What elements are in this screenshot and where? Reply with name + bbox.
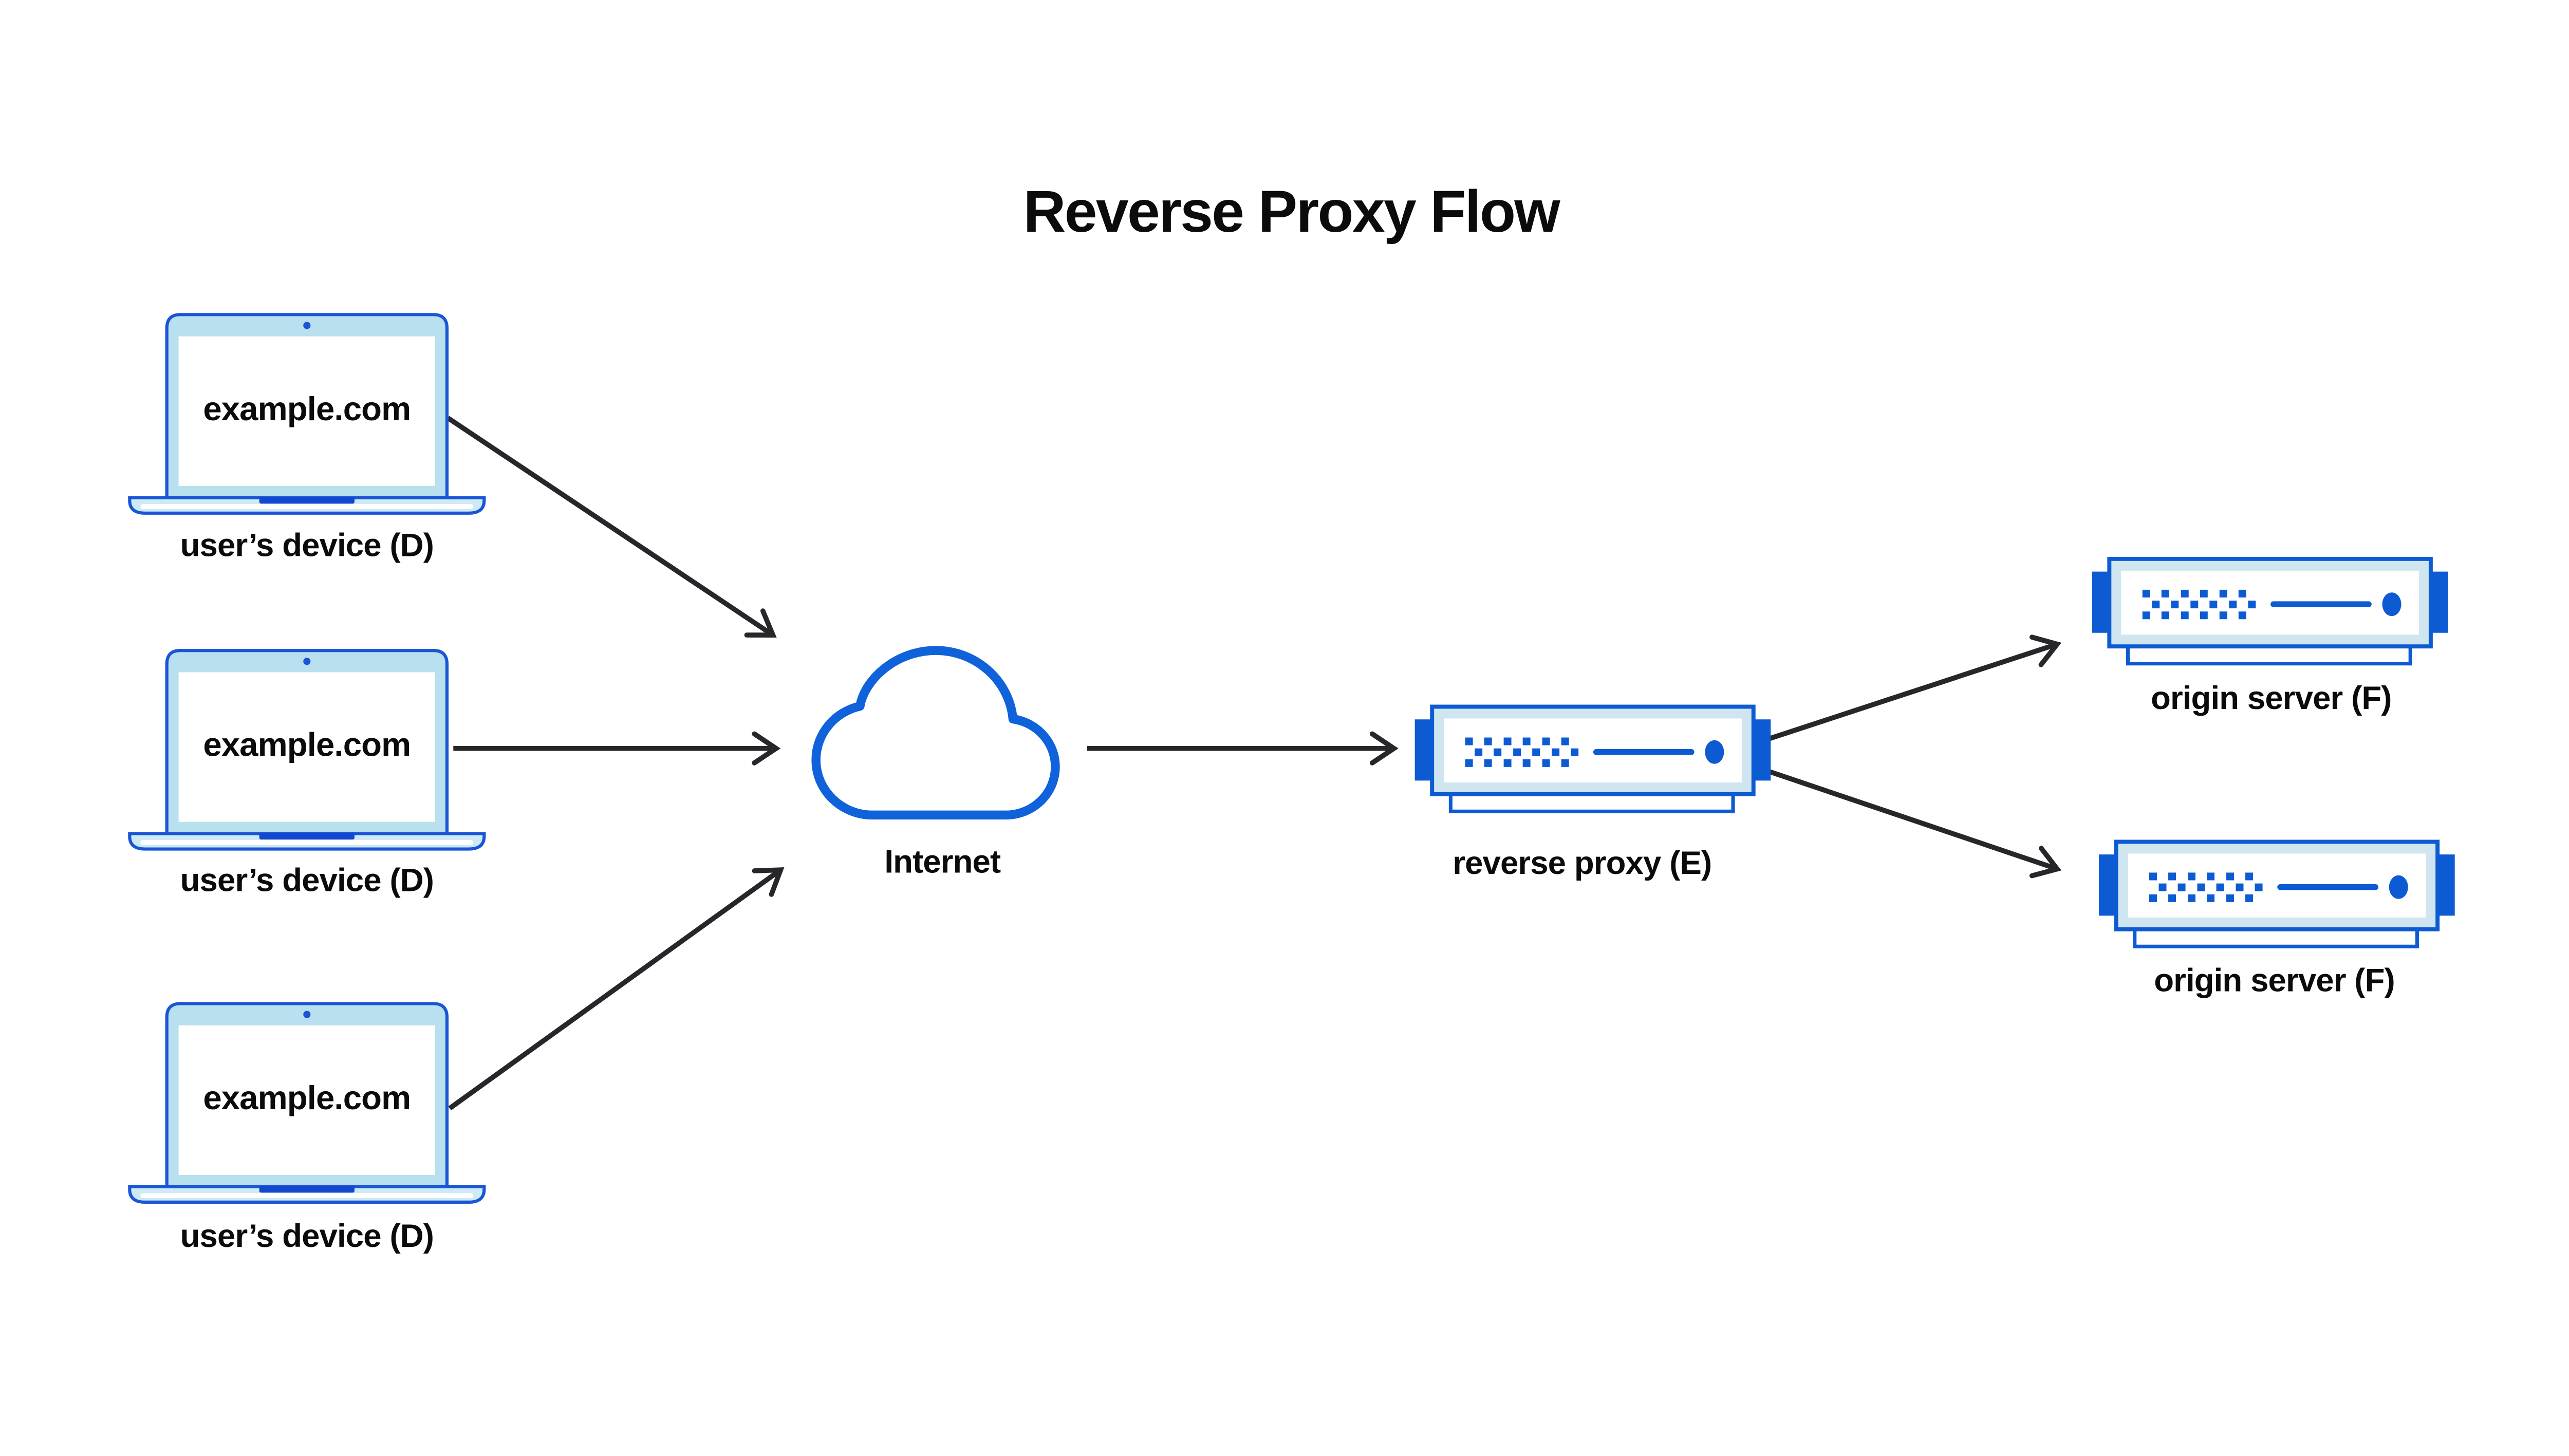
arrow-device3-to-internet [448,867,785,1111]
cloud-icon [811,646,1060,820]
reverse-proxy-caption: reverse proxy (E) [1453,845,1711,881]
reverse-proxy-node: reverse proxy (E) [1415,707,1771,881]
origin-server-caption: origin server (F) [2151,680,2392,716]
arrow-proxy-to-origin2 [1759,766,2062,879]
server-icon [1415,707,1771,812]
device-screen-label: example.com [203,1079,411,1116]
internet-node: Internet [811,646,1060,880]
device-screen-label: example.com [203,726,411,763]
user-device-3: example.com user’s device (D) [129,1003,484,1254]
user-device-1: example.com user’s device (D) [129,314,484,564]
user-device-2: example.com user’s device (D) [129,650,484,899]
device-caption: user’s device (D) [180,862,434,899]
arrow-proxy-to-origin1 [1758,634,2062,744]
device-caption: user’s device (D) [180,1218,434,1254]
origin-server-1: origin server (F) [2092,559,2448,716]
device-caption: user’s device (D) [180,527,434,564]
arrow-device1-to-internet [446,416,777,638]
internet-caption: Internet [884,843,1001,880]
server-icon [2099,842,2455,946]
origin-server-2: origin server (F) [2099,842,2455,999]
server-icon [2092,559,2448,664]
origin-server-caption: origin server (F) [2154,962,2395,999]
page-title: Reverse Proxy Flow [1023,179,1561,245]
device-screen-label: example.com [203,390,411,427]
flow-arrows [446,416,2062,1111]
